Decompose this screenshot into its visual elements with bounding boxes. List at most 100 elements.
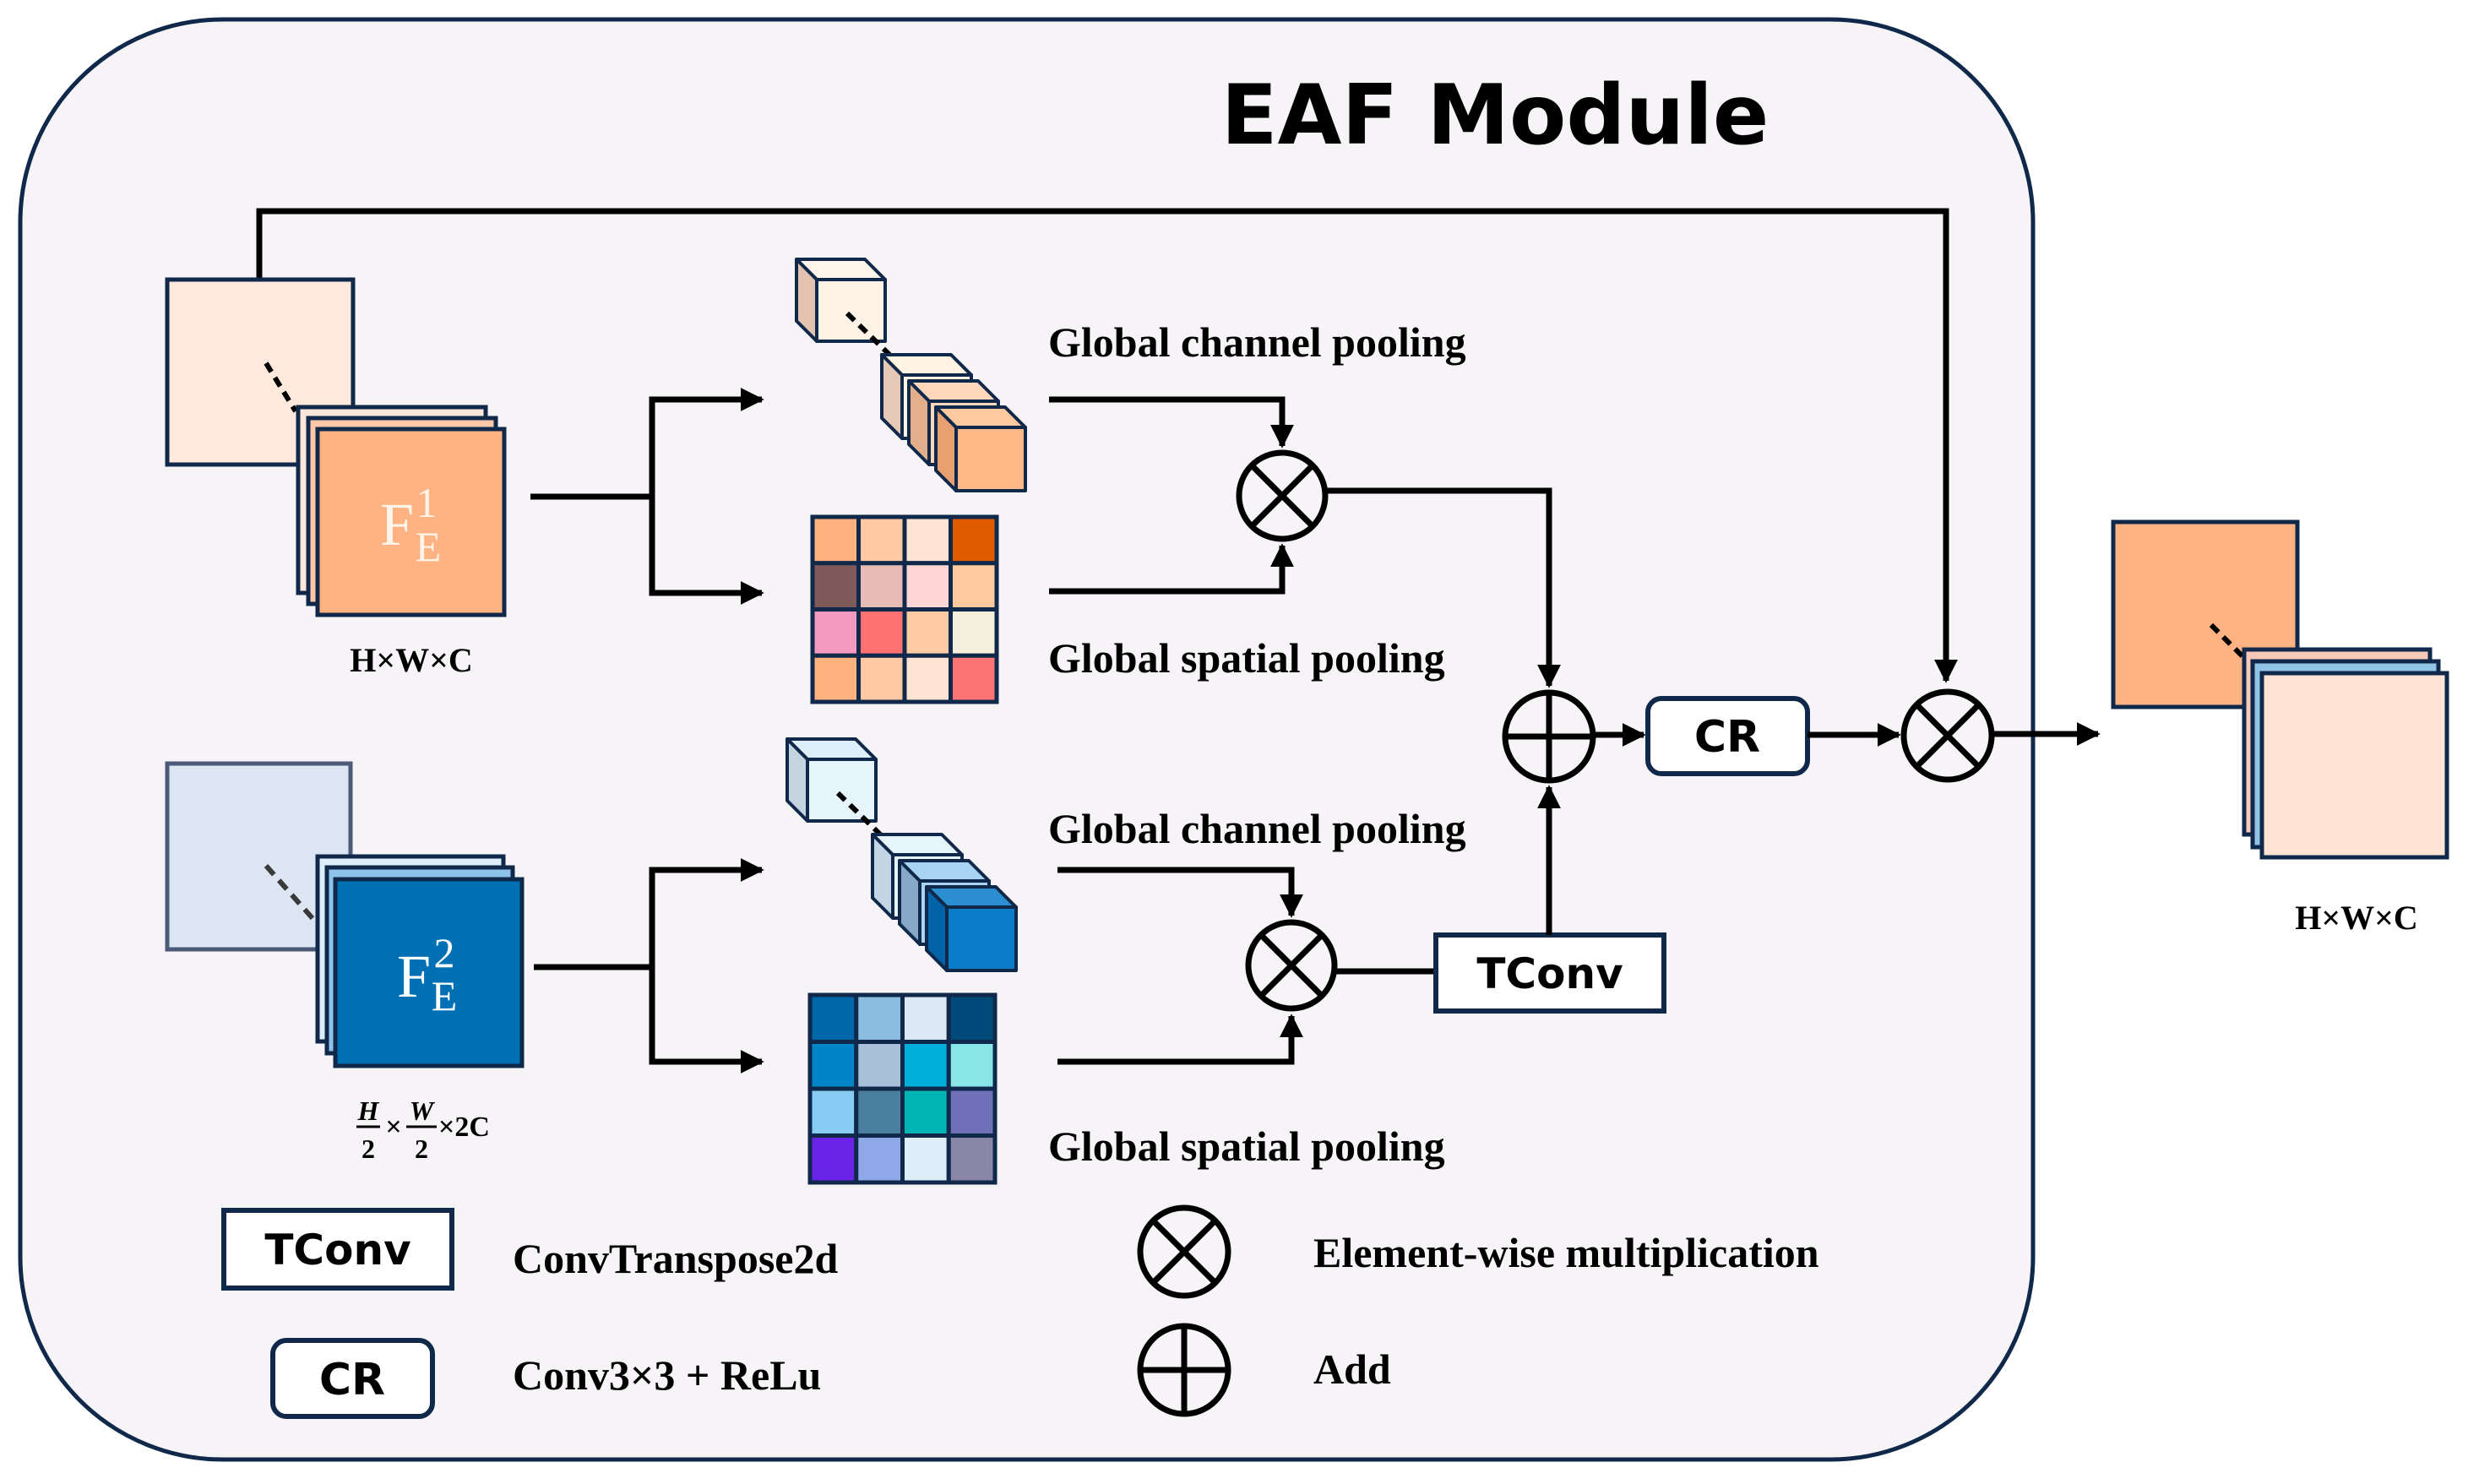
legend-item-multiply: Element-wise multiplication [1137, 1204, 1819, 1299]
svg-text:W: W [410, 1095, 436, 1126]
tconv-block: TConv [1433, 932, 1666, 1014]
grid-cell [856, 514, 907, 566]
input2-branch-to-spatial [649, 965, 764, 1074]
grid-cell [807, 992, 859, 1044]
cube-front-face [806, 758, 878, 823]
channel-pooling-cubes-2 [786, 737, 1018, 972]
input2-depth-dash [264, 864, 320, 926]
grid-cell [807, 1086, 859, 1138]
input1-symbol: F [380, 491, 414, 558]
svg-text:×2C: ×2C [438, 1112, 490, 1143]
grid-cell [810, 607, 861, 658]
grid-cell [902, 653, 953, 704]
branch1-spatial-label: Global spatial pooling [1048, 634, 1445, 682]
output-layer-3 [2259, 671, 2449, 860]
legend-item-tconv: TConv ConvTranspose2d [221, 1208, 838, 1291]
grid-cell [902, 514, 953, 566]
input2-superscript: 2 [434, 929, 455, 976]
grid-cell [946, 1086, 998, 1138]
input1-shape-label: H×W×C [350, 641, 473, 679]
multiply-node-2 [1245, 919, 1338, 1012]
pooled-cube [786, 737, 878, 823]
input1-superscript: 1 [416, 479, 438, 526]
legend-tconv-description: ConvTranspose2d [513, 1235, 838, 1282]
cube-front-face [945, 905, 1018, 972]
input1-layer-3 [315, 427, 507, 617]
input1-subscript: E [416, 523, 442, 570]
svg-text:2: 2 [362, 1133, 375, 1164]
grid-cell [810, 561, 861, 612]
svg-text:×: × [385, 1112, 401, 1143]
input-feature-1: F 1 E H×W×C [165, 277, 507, 679]
grid-cell [900, 1133, 951, 1185]
input-feature-2: F 2 E H 2 × W 2 ×2C [165, 761, 525, 1164]
tconv-label: TConv [1476, 949, 1623, 998]
branch2-channel-label: Global channel pooling [1048, 805, 1466, 852]
spatial-pooling-grid-1 [810, 514, 999, 704]
grid-cell [854, 992, 905, 1044]
pooled-cube [795, 258, 887, 343]
input2-branch-to-channel [649, 858, 764, 970]
input1-branch-to-channel [649, 388, 764, 499]
stack-cube [925, 885, 1018, 972]
output-depth-dash [2209, 622, 2245, 659]
grid-cell [900, 992, 951, 1044]
grid-cell [902, 561, 953, 612]
multiply-node-final [1900, 688, 1995, 783]
grid-cell [856, 653, 907, 704]
grid-cell [810, 653, 861, 704]
svg-text:TConv: TConv [264, 1226, 410, 1275]
grid-cell [902, 607, 953, 658]
grid-cell [807, 1040, 859, 1091]
grid-cell [946, 1040, 998, 1091]
skip-connection-line [256, 208, 1958, 683]
multiply-node-1 [1236, 449, 1329, 542]
cube-front-face [954, 426, 1027, 492]
spatial-pooling-grid-2 [807, 992, 998, 1185]
tconv-box [221, 1208, 454, 1291]
input2-subscript: E [432, 972, 458, 1019]
legend-item-cr: CR Conv3×3 + ReLu [270, 1338, 821, 1419]
input1-depth-dash [264, 361, 298, 413]
grid-cell [949, 607, 999, 658]
multiply1-to-add-line [1325, 487, 1561, 688]
svg-text:2: 2 [415, 1133, 428, 1164]
grid-cell [856, 561, 907, 612]
cr-block: CR [1645, 696, 1810, 776]
input1-branch-to-spatial [649, 494, 764, 605]
add-node [1502, 689, 1596, 784]
legend-item-add: Add [1137, 1323, 1391, 1417]
branch1-channel-line [1049, 396, 1294, 448]
input2-shape-label: H 2 × W 2 ×2C [356, 1095, 490, 1164]
branch2-channel-line [1057, 867, 1303, 918]
module-title: EAF Module [1221, 68, 1769, 164]
svg-text:CR: CR [319, 1355, 385, 1405]
grid-cell [949, 561, 999, 612]
input2-symbol: F [397, 943, 431, 1010]
cr-box [270, 1338, 435, 1419]
legend-cr-description: Conv3×3 + ReLu [513, 1351, 821, 1399]
cube-front-face [815, 278, 887, 343]
grid-cell [854, 1086, 905, 1138]
grid-cell [946, 992, 998, 1044]
channel-pooling-cubes-1 [795, 258, 1027, 492]
grid-cell [949, 653, 999, 704]
grid-cell [949, 514, 999, 566]
output-feature: H×W×C [2111, 519, 2449, 937]
grid-cell [854, 1133, 905, 1185]
legend-multiply-description: Element-wise multiplication [1313, 1229, 1819, 1276]
branch1-channel-label: Global channel pooling [1048, 318, 1466, 366]
legend-add-description: Add [1313, 1345, 1391, 1393]
grid-cell [854, 1040, 905, 1091]
grid-cell [900, 1086, 951, 1138]
grid-cell [807, 1133, 859, 1185]
input2-layer-3 [333, 877, 525, 1068]
grid-cell [810, 514, 861, 566]
output-shape-label: H×W×C [2295, 899, 2418, 937]
grid-cell [900, 1040, 951, 1091]
grid-cell [946, 1133, 998, 1185]
svg-text:H: H [357, 1095, 380, 1126]
module-frame [18, 17, 2036, 1462]
stack-cube [934, 405, 1027, 492]
